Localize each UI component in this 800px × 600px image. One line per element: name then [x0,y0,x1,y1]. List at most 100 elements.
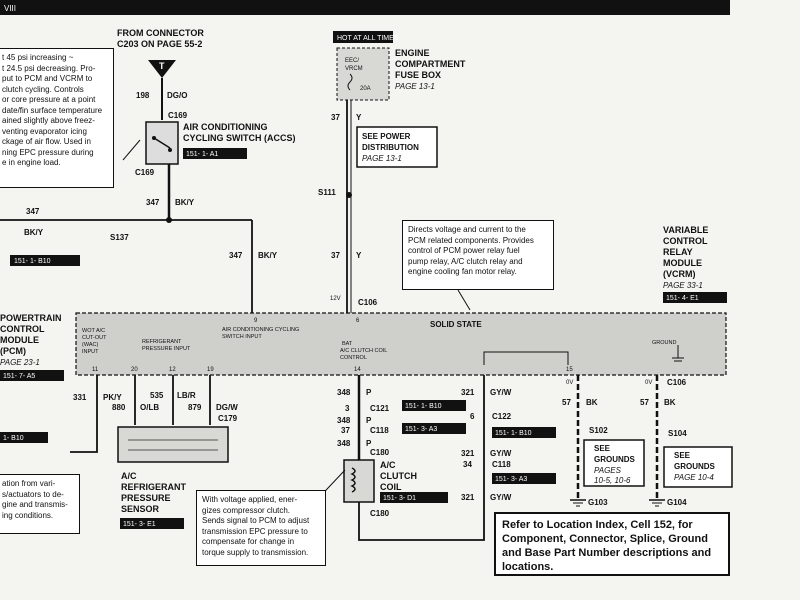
refrig-input-2: PRESSURE INPUT [142,346,191,352]
splice-s111: S111 [318,188,336,197]
clutch-label-3: COIL [380,482,402,492]
fuse-box [336,47,390,101]
splice-s137: S137 [110,233,129,242]
c122-badge [492,427,556,438]
sensor-label-4: SENSOR [121,504,160,514]
see-grounds-1-l2: GROUNDS [594,455,636,464]
pin-19: 19 [207,367,214,373]
location-line: Refer to Location Index, Cell 152, for [502,519,693,531]
vcrm-label-1: VARIABLE [663,225,708,235]
vcrm-label-4: MODULE [663,258,702,268]
left-b10-badge [0,432,48,443]
vcrm-badge [663,292,727,303]
note-compressor-line: compensate for change in [202,537,295,546]
wire-535-color: O/LB [140,403,159,412]
wire-198-color: DG/O [167,91,187,100]
wire-57-a-color: BK [586,398,598,407]
connector-c122: C122 [492,412,512,421]
see-grounds-1-l1: SEE [594,444,611,453]
wire-331-color: PK/Y [103,393,122,402]
clutch-label-1: A/C [380,460,396,470]
hot-at-all-times-tag [333,31,393,43]
wire-348-b-color: P [366,416,372,425]
sensor-label-3: PRESSURE [121,493,171,503]
note-compressor-line: transmission EPC pressure to [202,526,308,536]
note-pcm-line: s/actuators to de- [2,489,64,499]
voltage-0v-a: 0V [566,380,573,386]
bat-label: BAT [342,341,353,347]
ground-label: GROUND [652,340,676,346]
accs-label-1: AIR CONDITIONING [183,122,268,132]
wire-347-c-color: BK/Y [258,251,278,260]
note-accs-line: ained slightly above freez- [2,116,95,125]
pcm-label-4: (PCM) [0,346,26,356]
connector-c121: C121 [370,404,390,413]
wire-321-b-num: 321 [461,449,475,458]
wire-347-a-color: BK/Y [175,198,195,207]
note-accs-line: ckage of air flow. Used in [2,137,91,146]
sensor-box [117,426,229,463]
ground-g104: G104 [667,498,687,507]
wire-347-c-num: 347 [229,251,243,260]
fuse-box-label-1: ENGINE [395,48,430,58]
vcrm-label-5: (VCRM) [663,269,696,279]
connector-c106-right: C106 [667,378,687,387]
fuse-mid-text: VRCM [345,66,363,72]
connector-c180-b: C180 [370,509,390,518]
connector-t-symbol [148,60,176,78]
splice-s104: S104 [668,429,687,438]
pin-6: 6 [470,412,475,421]
connector-c180-a: C180 [370,448,390,457]
fuse-box-page: PAGE 13-1 [395,82,435,91]
pin-14: 14 [354,367,361,373]
hot-at-all-times-text: HOT AT ALL TIMES [337,35,399,42]
note-accs-line: clutch cycling. Controls [2,84,84,94]
header-bar [0,0,730,15]
wire-535: 535 [150,391,164,400]
clutch-ctrl-2: CONTROL [340,355,367,361]
see-grounds-1-box [583,439,645,487]
wire-37-a-num: 37 [331,113,340,122]
wire-37-a-color: Y [356,113,362,122]
vcrm-label-2: CONTROL [663,236,708,246]
wire-321-c-num: 321 [461,493,475,502]
note-accs-line: venting evaporator icing [2,126,87,136]
wot-1: WOT A/C [82,328,105,334]
pin-37: 37 [341,426,350,435]
wire-321-b-color: GY/W [490,449,512,458]
wire-321-a-color: GY/W [490,388,512,397]
splice-s102: S102 [589,426,608,435]
wire-37-b-color: Y [356,251,362,260]
see-grounds-1-p1: PAGES [594,466,622,475]
accs-label-2: CYCLING SWITCH (ACCS) [183,133,296,143]
wot-4: INPUT [82,349,99,355]
pcm-label-3: MODULE [0,335,39,345]
pin-12: 12 [169,367,176,373]
solid-state-module [75,312,727,376]
wire-331-num: 331 [73,393,87,402]
wire-348-c-num: 348 [337,439,351,448]
sensor-badge [120,518,184,529]
note-compressor-line: Sends signal to PCM to adjust [202,516,310,525]
note-pcm-line: ation from vari- [2,479,56,488]
pin-11: 11 [92,367,99,373]
see-power-box [356,126,438,168]
c121-badge [402,400,466,411]
clutch-badge-text: 151- 3- D1 [383,495,416,502]
from-connector-label: FROM CONNECTOR [117,28,204,38]
clutch-label-2: CLUTCH [380,471,417,481]
connector-t-letter: T [159,61,165,71]
clutch-coil-box [343,459,375,503]
refrig-input-1: REFRIGERANT [142,339,182,345]
c118a-badge [402,423,466,434]
note-relay-line: engine cooling fan motor relay. [408,267,517,276]
connector-c169-b: C169 [135,168,155,177]
ground-g103: G103 [588,498,608,507]
note-accs-line: t 45 psi increasing ~ [2,53,74,62]
c118b-badge [492,473,556,484]
wire-dgw-color: DG/W [216,403,238,412]
see-power-1: SEE POWER [362,132,411,141]
note-relay-line: PCM related components. Provides [408,235,534,245]
note-compressor-line: torque supply to transmission. [202,547,309,557]
pin-34: 34 [463,460,472,469]
